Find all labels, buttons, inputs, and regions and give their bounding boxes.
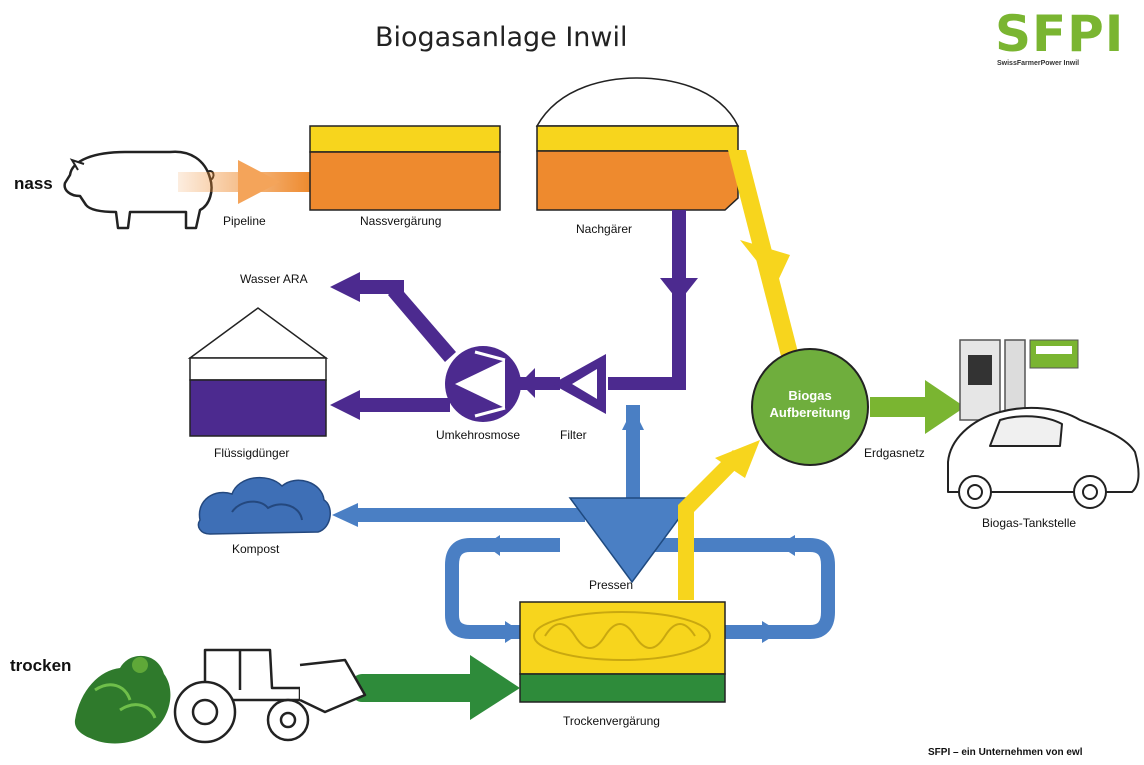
label-erdgasnetz: Erdgasnetz bbox=[864, 446, 925, 460]
label-nachgaerer: Nachgärer bbox=[576, 222, 633, 236]
side-label-nass: nass bbox=[14, 174, 53, 193]
label-pressen: Pressen bbox=[589, 578, 634, 592]
plants-icon bbox=[74, 655, 171, 744]
biogas-arrow-bottom bbox=[678, 440, 760, 600]
blue-arrowheads bbox=[332, 408, 795, 643]
erdgasnetz-arrow bbox=[870, 380, 965, 434]
label-wasser-ara: Wasser ARA bbox=[240, 272, 308, 286]
side-label-trocken: trocken bbox=[10, 656, 72, 675]
biogas-aufbereitung-label: Biogas Aufbereitung bbox=[754, 387, 866, 421]
footer-note: SFPI – ein Unternehmen von ewl bbox=[928, 747, 1083, 758]
tractor-arrow bbox=[352, 655, 520, 720]
label-umkehrosmose: Umkehrosmose bbox=[436, 428, 521, 442]
filter-icon bbox=[552, 354, 606, 414]
biogas-aufbereitung-circle bbox=[751, 348, 869, 466]
tractor-icon bbox=[173, 648, 367, 744]
kompost-cloud-icon bbox=[197, 476, 331, 535]
page-title: Biogasanlage Inwil bbox=[375, 22, 628, 53]
nachgaerer-tank bbox=[535, 77, 740, 211]
label-biogas-tankstelle: Biogas-Tankstelle bbox=[982, 516, 1077, 530]
car-icon bbox=[947, 406, 1140, 509]
purple-flow bbox=[330, 210, 698, 420]
nassvergaerung-tank bbox=[309, 125, 501, 211]
pipeline-arrow bbox=[178, 160, 310, 204]
label-pipeline: Pipeline bbox=[223, 214, 266, 228]
pressen-funnel bbox=[568, 497, 696, 584]
fluessigduenger-tank bbox=[187, 307, 329, 437]
label-trockenvergaerung: Trockenvergärung bbox=[563, 714, 660, 728]
label-kompost: Kompost bbox=[232, 542, 280, 556]
biogas-label-line2: Aufbereitung bbox=[769, 405, 851, 420]
label-filter: Filter bbox=[560, 428, 587, 442]
trockenvergaerung-box bbox=[519, 601, 726, 703]
sfpi-logo-subtitle: SwissFarmerPower Inwil bbox=[997, 60, 1080, 67]
biogas-arrow-top bbox=[728, 150, 800, 360]
fuel-station-icon bbox=[959, 339, 1079, 421]
umkehrosmose-pump bbox=[445, 346, 521, 422]
label-fluessigduenger: Flüssigdünger bbox=[214, 446, 290, 460]
label-nassvergaerung: Nassvergärung bbox=[360, 214, 442, 228]
sfpi-logo: SFPI bbox=[995, 5, 1125, 63]
biogas-label-line1: Biogas bbox=[788, 388, 832, 403]
